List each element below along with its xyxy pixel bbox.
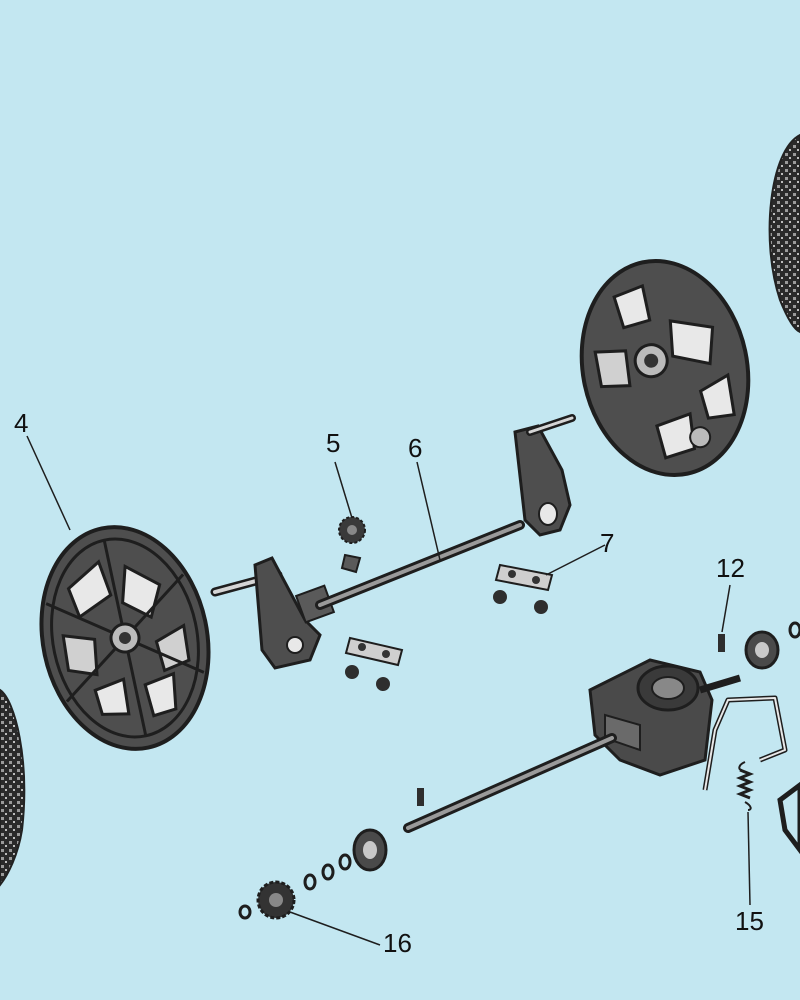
callout-4: 4 — [14, 408, 28, 438]
pin-parts — [417, 634, 725, 806]
gear-part-5 — [338, 516, 366, 544]
bearing-left — [352, 828, 388, 872]
callout-6: 6 — [408, 433, 422, 463]
wheel-right — [579, 258, 751, 478]
callout-12: 12 — [716, 553, 745, 583]
nuts — [345, 590, 548, 691]
callout-labels: 4 5 6 7 12 15 16 — [14, 408, 764, 958]
tire-left-partial — [0, 688, 26, 887]
gearbox — [588, 658, 742, 777]
washers — [238, 853, 352, 920]
pinion-gear-16 — [256, 880, 296, 920]
lever-bracket — [702, 695, 800, 855]
tire-right-partial — [768, 133, 800, 334]
axle-assembly — [210, 414, 576, 670]
callout-16: 16 — [383, 928, 412, 958]
leader-lines — [26, 435, 751, 946]
bearing-right — [744, 621, 800, 670]
drive-shaft — [403, 733, 617, 833]
callout-5: 5 — [326, 428, 340, 458]
wheel-left — [39, 525, 211, 751]
callout-15: 15 — [735, 906, 764, 936]
callout-7: 7 — [600, 528, 614, 558]
bracket-part-7 — [344, 563, 554, 667]
spring-part-15 — [735, 761, 755, 811]
clip-part — [340, 553, 362, 574]
